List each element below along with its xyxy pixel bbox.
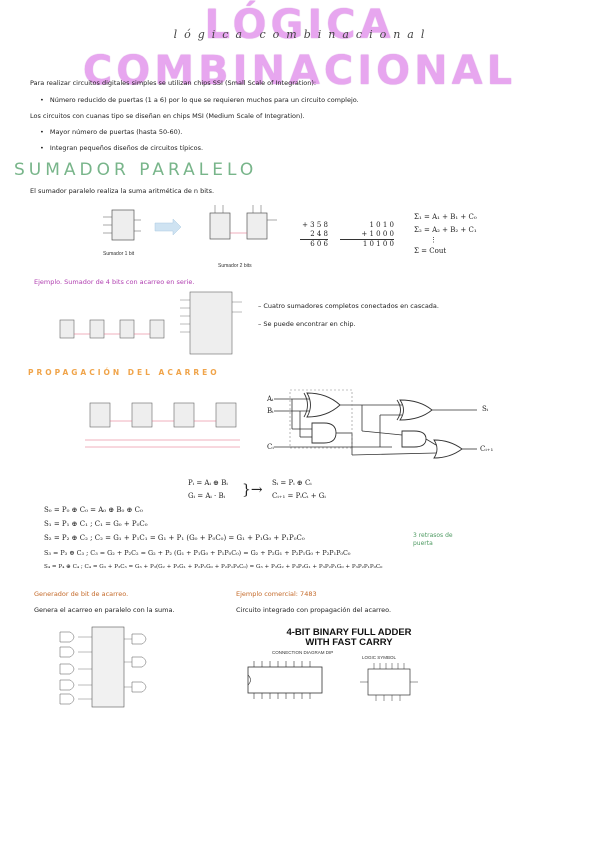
sum-eq-1: Σ₁ = A₁ + B₁ + C₀ bbox=[414, 213, 477, 221]
intro-line1: Para realizar circuitos digitales simple… bbox=[30, 79, 317, 87]
binary-row: 1 0 1 0 0 bbox=[340, 239, 394, 249]
carry-eq-0: S₀ = P₀ ⊕ C₀ = A₀ ⊕ B₀ ⊕ C₀ bbox=[44, 506, 143, 514]
input-b: Bᵢ bbox=[267, 407, 274, 415]
input-c: Cᵢ bbox=[267, 443, 274, 451]
carry-eq-1: S₁ = P₁ ⊕ C₁ ; C₁ = G₀ + P₀C₀ bbox=[44, 520, 148, 528]
ci-def: Cᵢ₊₁ = PᵢCᵢ + Gᵢ bbox=[272, 492, 326, 500]
decimal-row: 6 0 6 bbox=[300, 239, 328, 249]
output-s: Sᵢ bbox=[482, 405, 489, 413]
pi-def: Pᵢ = Aᵢ ⊕ Bᵢ bbox=[188, 479, 228, 487]
intro-line2: Los circuitos con cuanas tipo se diseñan… bbox=[30, 112, 305, 120]
chip-title-line1: 4-BIT BINARY FULL ADDER bbox=[286, 627, 412, 638]
decimal-row: 2 4 8 bbox=[310, 230, 328, 238]
sumador-label-1bit: Sumador 1 bit bbox=[103, 251, 135, 257]
gi-def: Gᵢ = Aᵢ · Bᵢ bbox=[188, 492, 226, 500]
chip-title-line2: WITH FAST CARRY bbox=[305, 637, 393, 648]
page-title: LÓGICA COMBINACIONAL bbox=[82, 2, 517, 94]
binary-sum: 1 0 1 0 + 1 0 0 0 1 0 1 0 0 bbox=[340, 221, 394, 249]
gate-circuit-diagram bbox=[274, 389, 477, 459]
sumador-desc: El sumador paralelo realiza la suma arit… bbox=[30, 187, 215, 195]
intro-bullet1: Número reducido de puertas (1 a 6) por l… bbox=[40, 96, 359, 104]
sum-eq-4: Σ = Cout bbox=[414, 247, 447, 255]
brace-arrow: }→ bbox=[242, 482, 263, 498]
serial-adder-diagram bbox=[59, 291, 242, 355]
generador-desc: Genera el acarreo en paralelo con la sum… bbox=[34, 606, 175, 614]
comercial-desc: Circuito integrado con propagación del a… bbox=[236, 606, 392, 614]
ejemplo-note2-text: Se puede encontrar en chip. bbox=[263, 320, 356, 328]
section-heading-propagacion: PROPAGACIÓN DEL ACARREO bbox=[28, 368, 220, 377]
ejemplo-note1-text: Cuatro sumadores completos conectados en… bbox=[263, 302, 439, 310]
decimal-sum: + 3 5 8 2 4 8 6 0 6 bbox=[300, 221, 328, 249]
logic-symbol-label: LOGIC SYMBOL bbox=[362, 655, 397, 660]
chip-7483-diagram bbox=[247, 661, 418, 701]
section-heading-sumador: SUMADOR PARALELO bbox=[14, 160, 258, 180]
delay-note: 3 retrasos de puerta bbox=[413, 532, 453, 547]
intro-bullet2: Mayor número de puertas (hasta 50-60). bbox=[40, 128, 183, 136]
binary-row: 1 0 1 0 bbox=[369, 221, 395, 229]
sum-eq-3: ⋮ bbox=[430, 236, 437, 244]
ejemplo-note1: – Cuatro sumadores completos conectados … bbox=[258, 302, 439, 310]
output-c: Cᵢ₊₁ bbox=[480, 445, 494, 453]
connection-diagram-label: CONNECTION DIAGRAM DIP bbox=[272, 650, 334, 655]
carry-eq-4: S₄ = P₄ ⊕ C₄ ; C₄ = G₃ + P₃C₃ = G₃ + P₃(… bbox=[44, 564, 383, 570]
intro-bullet3: Integran pequeños diseños de circuitos t… bbox=[40, 144, 203, 152]
sum-eq-2: Σ₂ = A₂ + B₂ + C₁ bbox=[414, 226, 477, 234]
sumador-label-2bits: Sumador 2 bits bbox=[218, 263, 252, 269]
page-subtitle: lógica combinacional bbox=[173, 28, 432, 41]
comercial-title: Ejemplo comercial: 7483 bbox=[236, 590, 317, 598]
generador-title: Generador de bit de acarreo. bbox=[34, 590, 129, 598]
si-def: Sᵢ = Pᵢ ⊕ Cᵢ bbox=[272, 479, 312, 487]
ejemplo-note2: – Se puede encontrar en chip. bbox=[258, 320, 356, 328]
ejemplo-title: Ejemplo. Sumador de 4 bits con acarreo e… bbox=[34, 278, 195, 286]
carry-chain-diagram bbox=[85, 402, 240, 448]
decimal-row: + 3 5 8 bbox=[302, 221, 328, 229]
chip-title: 4-BIT BINARY FULL ADDER WITH FAST CARRY bbox=[254, 628, 444, 648]
carry-generator-diagram bbox=[59, 626, 147, 708]
carry-eq-3: S₃ = P₃ ⊕ C₃ ; C₃ = G₂ + P₂C₂ = G₂ + P₂ … bbox=[44, 549, 351, 557]
carry-eq-2: S₂ = P₂ ⊕ C₂ ; C₂ = G₁ + P₁C₁ = G₁ + P₁ … bbox=[44, 534, 305, 542]
sumador-diagram bbox=[103, 205, 277, 241]
input-a: Aᵢ bbox=[267, 395, 274, 403]
binary-row: + 1 0 0 0 bbox=[361, 230, 394, 238]
